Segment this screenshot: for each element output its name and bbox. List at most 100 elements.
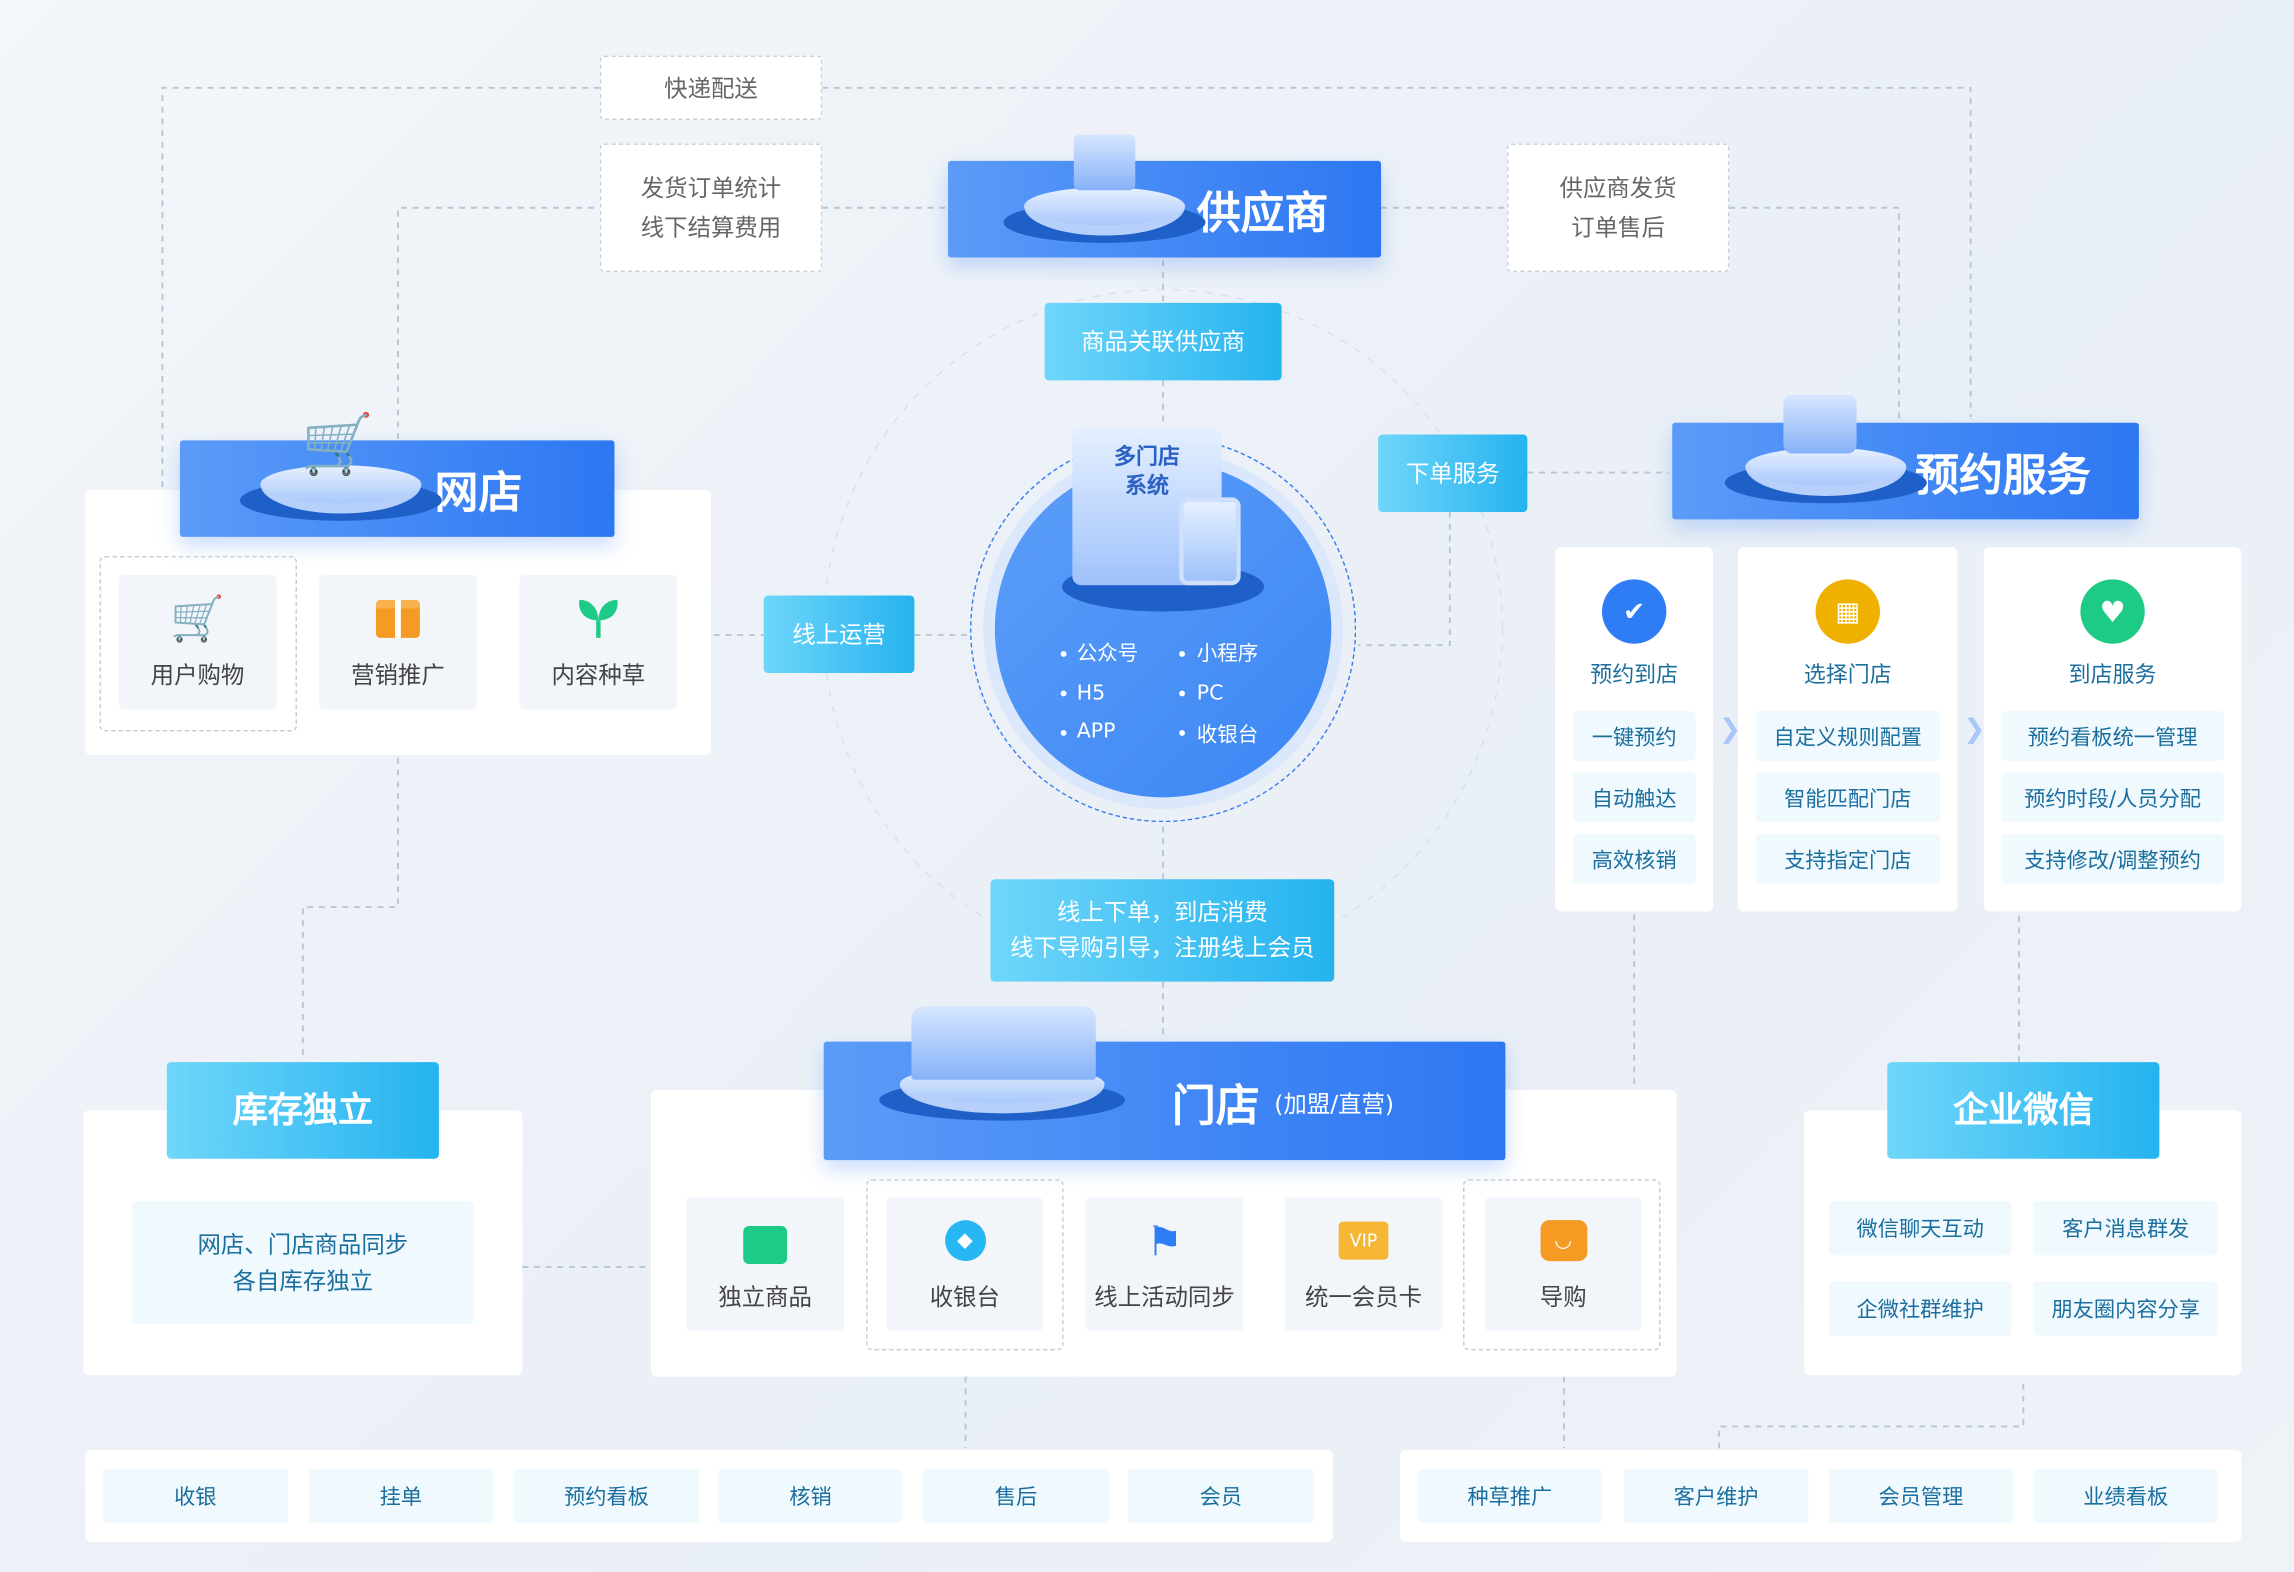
webshop-title: 网店 [434,468,523,520]
shopping-bag-icon [740,1216,790,1266]
store-item-products: 独立商品 [686,1196,845,1332]
store-item-membercard: VIP 统一会员卡 [1284,1196,1443,1332]
phone-icon [1179,497,1241,586]
link-supplier-label: 商品关联供应商 [1044,302,1282,381]
item-label: 营销推广 [351,661,445,690]
online-ops-label: 线上运营 [763,595,915,673]
column-title: 到店服务 [2068,661,2157,688]
online-ops-text: 线上运营 [792,619,886,648]
gift-icon [373,594,423,644]
supplier-ship-line2: 订单售后 [1571,213,1665,242]
channel: 公众号 [1076,642,1139,666]
center-title-line2: 系统 [1125,472,1169,499]
guide-feature: 会员管理 [1828,1468,2014,1523]
webshop-item-marketing: 营销推广 [318,574,477,710]
supplier-ship-box: 供应商发货订单售后 [1506,143,1730,273]
sprout-icon [573,594,623,644]
vip-text: VIP [1338,1221,1389,1260]
order-stats-line2: 线下结算费用 [640,213,782,242]
cashier-feature: 挂单 [308,1468,494,1523]
item-label: 导购 [1539,1283,1587,1311]
guide-feature: 业绩看板 [2033,1468,2218,1523]
calendar-pedestal-icon [1724,395,1927,504]
supplier-banner: 供应商 [948,160,1382,258]
feature-tag: 自动触达 [1572,772,1696,823]
channel: 小程序 [1196,642,1259,666]
feature-tag: 预约时段/人员分配 [2001,772,2224,823]
supplier-box-icon [1003,134,1206,243]
webshop-item-shopping: 🛒 用户购物 [118,574,277,710]
wecom-tag: 朋友圈内容分享 [2033,1281,2218,1336]
feature-tag: 自定义规则配置 [1755,711,1940,761]
guide-feature: 种草推广 [1417,1468,1602,1523]
express-label: 快递配送 [664,73,758,102]
storefront-pedestal-icon [879,1006,1126,1121]
highlight-frame [1463,1179,1661,1351]
store-title: 门店 [1171,1080,1260,1132]
store-subtitle: (加盟/直营) [1274,1089,1395,1118]
cashier-features-bar [84,1449,1333,1543]
store-item-guide: ◡ 导购 [1484,1196,1642,1332]
item-label: 线上活动同步 [1094,1283,1235,1311]
heart-icon: ♥ [2080,579,2145,644]
flag-icon: ⚑ [1146,1216,1183,1265]
channel: H5 [1076,681,1106,706]
feature-tag: 智能匹配门店 [1755,772,1940,823]
item-label: 独立商品 [718,1283,812,1311]
store-item-activity: ⚑ 线上活动同步 [1085,1196,1244,1332]
vip-card-icon: VIP [1338,1216,1389,1266]
center-title-line1: 多门店 [1114,443,1180,470]
chevron-right-icon: ❯ [1719,713,1742,745]
express-delivery-box: 快递配送 [599,55,823,120]
store-item-cashier: ◆ 收银台 [886,1196,1044,1332]
channel: 收银台 [1196,724,1259,748]
channel-list: 公众号 小程序 H5 PC APP 收银台 [1056,638,1290,749]
supplier-title: 供应商 [1196,188,1329,240]
wecom-tag: 客户消息群发 [2033,1201,2218,1256]
inventory-banner: 库存独立 [166,1062,439,1159]
item-label: 收银台 [929,1283,1000,1311]
o2o-line2: 线下导购引导，注册线上会员 [1010,933,1315,962]
inventory-title: 库存独立 [232,1089,374,1131]
item-label: 内容种草 [551,661,646,690]
order-stats-line1: 发货订单统计 [640,174,782,202]
booking-title: 预约服务 [1915,450,2091,502]
o2o-line1: 线上下单，到店消费 [1056,898,1268,927]
feature-tag: 支持指定门店 [1755,833,1940,884]
wecom-tag: 微信聊天互动 [1828,1201,2012,1256]
channel: PC [1196,681,1224,706]
inventory-line2: 各自库存独立 [232,1266,374,1295]
highlight-frame [866,1179,1064,1351]
item-label: 统一会员卡 [1304,1283,1423,1311]
cashier-feature: 收银 [102,1468,289,1523]
feature-tag: 支持修改/调整预约 [2001,833,2224,884]
inventory-desc: 网店、门店商品同步各自库存独立 [131,1201,475,1325]
guide-feature: 客户维护 [1623,1468,1809,1523]
booking-column-service: ♥ 到店服务 预约看板统一管理 预约时段/人员分配 支持修改/调整预约 [1983,547,2242,912]
feature-tag: 高效核销 [1572,833,1696,884]
calendar-check-icon: ✔ [1601,579,1667,644]
bullet-dots [1060,651,1186,736]
cart-pedestal-icon: 🛒 [239,411,442,521]
cashier-feature: 预约看板 [513,1468,700,1523]
wecom-banner: 企业微信 [1887,1062,2160,1159]
feature-tag: 预约看板统一管理 [2001,711,2224,761]
order-stats-box: 发货订单统计线下结算费用 [599,143,823,273]
item-label: 用户购物 [150,661,245,690]
webshop-item-content: 内容种草 [519,574,678,710]
supplier-ship-line1: 供应商发货 [1559,174,1677,202]
highlight-frame [99,555,297,732]
column-title: 选择门店 [1803,661,1892,688]
cashier-feature: 核销 [718,1468,903,1523]
coins-icon: ◆ [940,1216,990,1266]
channel: APP [1076,719,1116,744]
o2o-label: 线上下单，到店消费线下导购引导，注册线上会员 [990,879,1335,982]
order-service-label: 下单服务 [1378,434,1528,513]
cashier-feature: 会员 [1127,1468,1314,1523]
guide-chat-icon: ◡ [1538,1216,1588,1266]
wecom-tag: 企微社群维护 [1828,1281,2012,1336]
cart-icon: 🛒 [170,593,225,645]
column-title: 预约到店 [1590,661,1679,688]
store-icon: ▦ [1815,579,1880,644]
